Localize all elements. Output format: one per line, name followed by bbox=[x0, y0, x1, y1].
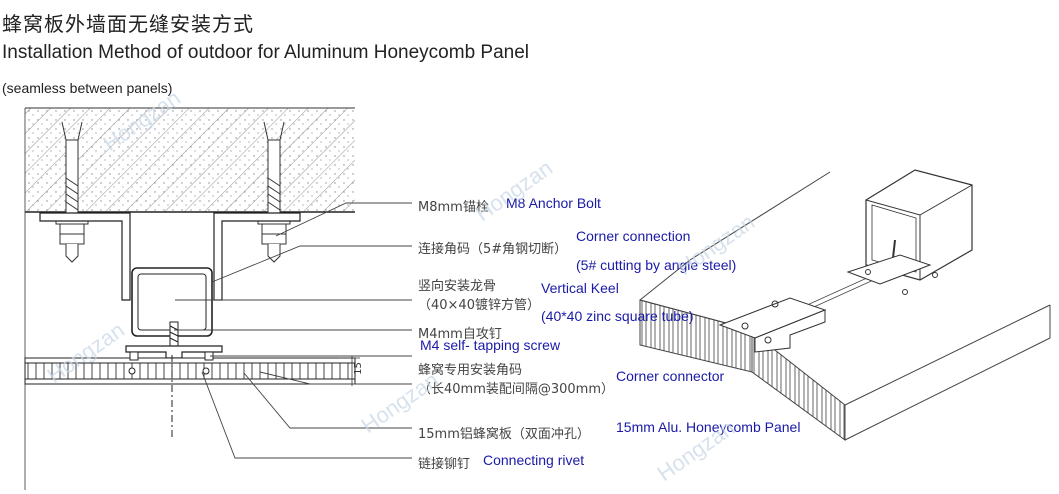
leader-lines bbox=[174, 202, 412, 459]
label-connector-en: Corner connector bbox=[616, 368, 725, 384]
wall-section bbox=[24, 107, 355, 490]
vertical-keel bbox=[131, 267, 213, 337]
label-keel-cn-2: （40×40镀锌方管） bbox=[418, 298, 540, 313]
label-panel-en: 15mm Alu. Honeycomb Panel bbox=[616, 419, 801, 435]
label-screw-en: M4 self- tapping screw bbox=[420, 337, 561, 353]
label-connector-cn-2: （长40mm装配间隔@300mm） bbox=[418, 382, 615, 397]
title-english: Installation Method of outdoor for Alumi… bbox=[2, 42, 530, 63]
label-corner-en-2: (5# cutting by angle steel) bbox=[576, 257, 737, 273]
label-screw-cn: M4mm自攻钉 bbox=[418, 327, 502, 342]
m4-screw bbox=[169, 321, 179, 347]
subtitle: (seamless between panels) bbox=[2, 80, 173, 96]
label-keel-en-2: (40*40 zinc square tube) bbox=[541, 308, 694, 324]
label-anchor-en: M8 Anchor Bolt bbox=[506, 195, 601, 211]
label-panel-cn: 15mm铝蜂窝板（双面冲孔） bbox=[418, 427, 590, 442]
square-tube-3d bbox=[865, 169, 973, 281]
panel-3d-view bbox=[639, 171, 1051, 441]
label-corner-en: Corner connection bbox=[576, 228, 691, 244]
label-connector-cn-1: 蜂窝专用安装角码 bbox=[418, 363, 523, 378]
label-rivet-cn: 链接铆钉 bbox=[418, 457, 471, 472]
corner-connector-3d bbox=[718, 254, 938, 353]
label-rivet-en: Connecting rivet bbox=[483, 452, 585, 468]
title-chinese: 蜂窝板外墙面无缝安装方式 bbox=[2, 12, 254, 36]
label-keel-en: Vertical Keel bbox=[541, 280, 619, 296]
dimension-label: 15 bbox=[352, 362, 364, 375]
label-anchor-cn: M8mm锚栓 bbox=[418, 200, 489, 215]
label-keel-cn-1: 竖向安装龙骨 bbox=[418, 279, 497, 294]
label-corner-cn: 连接角码（5#角钢切断） bbox=[418, 242, 568, 257]
